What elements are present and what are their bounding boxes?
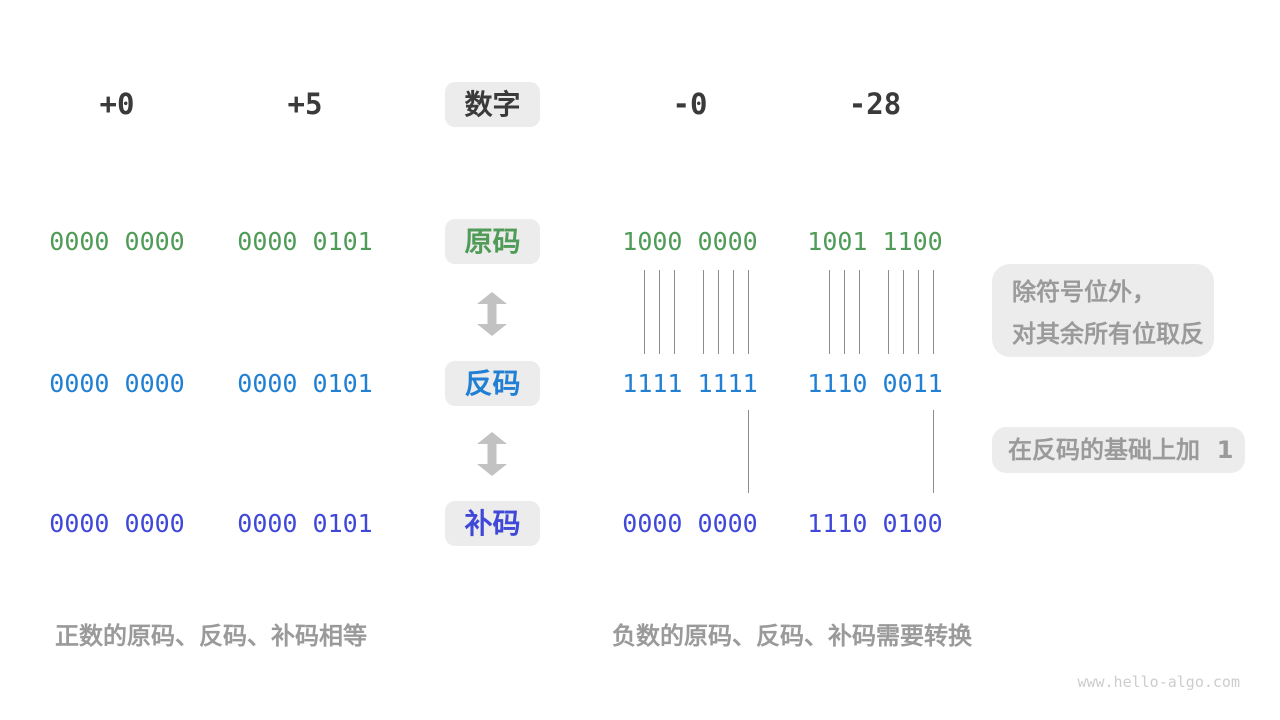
bit-connector-line xyxy=(844,270,845,354)
bit-connector-line xyxy=(674,270,675,354)
twos-complement-plus-5: 0000 0101 xyxy=(237,509,373,538)
ones-complement-badge: 反码 xyxy=(445,361,540,406)
bit-connector-line xyxy=(703,270,704,354)
bit-connector-line xyxy=(918,270,919,354)
ones-complement-plus-5: 0000 0101 xyxy=(237,369,373,398)
positive-caption: 正数的原码、反码、补码相等 xyxy=(55,622,367,650)
bit-connector-line xyxy=(644,270,645,354)
bit-connector-line xyxy=(903,270,904,354)
sign-magnitude-minus-28: 1001 1100 xyxy=(807,227,943,256)
sign-magnitude-plus-0: 0000 0000 xyxy=(49,227,185,256)
bit-connector-line xyxy=(659,270,660,354)
negative-caption: 负数的原码、反码、补码需要转换 xyxy=(612,622,972,650)
ones-complement-minus-28: 1110 0011 xyxy=(807,369,943,398)
bit-connector-line xyxy=(829,270,830,354)
convert-updown-arrow-icon xyxy=(477,432,507,476)
sign-magnitude-minus-0: 1000 0000 xyxy=(622,227,758,256)
bit-connector-line xyxy=(888,270,889,354)
header-value-minus-28: -28 xyxy=(848,87,902,121)
bit-connector-line xyxy=(933,410,934,493)
ones-complement-plus-0: 0000 0000 xyxy=(49,369,185,398)
ones-complement-minus-0: 1111 1111 xyxy=(622,369,758,398)
bit-connector-line xyxy=(748,410,749,493)
number-badge: 数字 xyxy=(445,82,540,127)
twos-complement-plus-0: 0000 0000 xyxy=(49,509,185,538)
twos-complement-minus-28: 1110 0100 xyxy=(807,509,943,538)
convert-updown-arrow-icon xyxy=(477,292,507,336)
header-value-minus-0: -0 xyxy=(672,87,708,121)
header-value-plus-5: +5 xyxy=(287,87,323,121)
sign-magnitude-badge: 原码 xyxy=(445,219,540,264)
bit-connector-line xyxy=(859,270,860,354)
twos-complement-minus-0: 0000 0000 xyxy=(622,509,758,538)
bit-connector-line xyxy=(718,270,719,354)
invert-bits-note: 除符号位外， 对其余所有位取反 xyxy=(992,264,1214,357)
invert-bits-note-line1: 除符号位外， xyxy=(1012,278,1156,306)
bit-connector-line xyxy=(933,270,934,354)
twos-complement-badge: 补码 xyxy=(445,501,540,546)
bit-connector-line xyxy=(748,270,749,354)
add-one-note: 在反码的基础上加 1 xyxy=(992,427,1245,473)
sign-magnitude-plus-5: 0000 0101 xyxy=(237,227,373,256)
invert-bits-note-line2: 对其余所有位取反 xyxy=(1012,320,1204,348)
watermark: www.hello-algo.com xyxy=(1077,673,1240,691)
header-value-plus-0: +0 xyxy=(99,87,135,121)
bit-connector-line xyxy=(733,270,734,354)
